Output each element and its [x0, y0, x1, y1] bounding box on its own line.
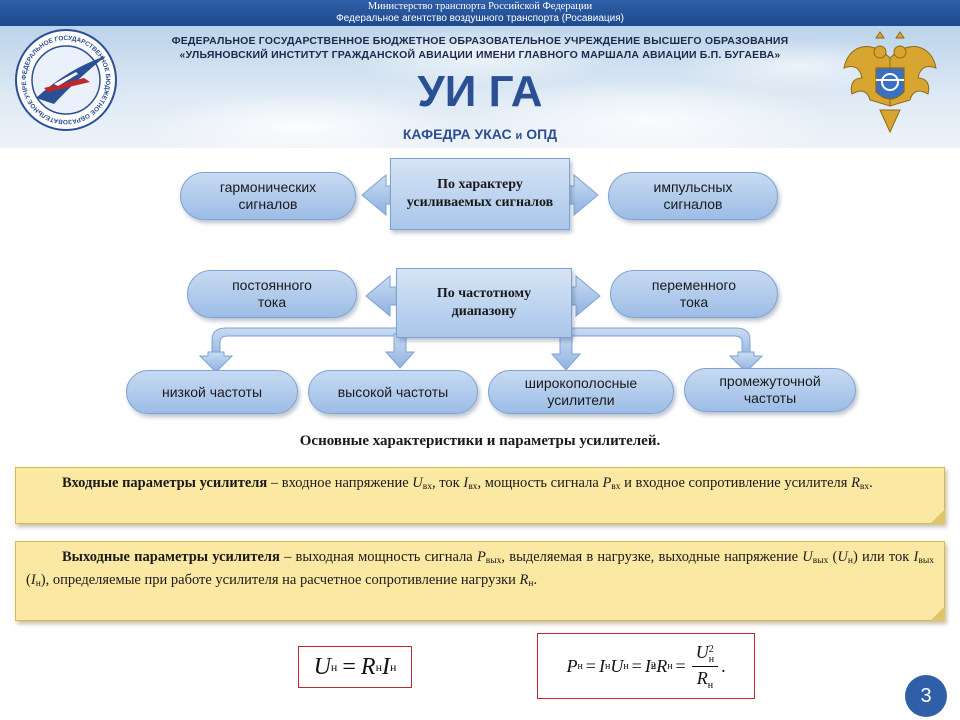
text-run: (: [26, 572, 31, 588]
f1-r: R: [360, 653, 376, 680]
symbol-i: I: [913, 549, 919, 565]
arrow-down-high: [384, 333, 416, 369]
text-run: , ток: [432, 475, 464, 491]
department-part-b: ОПД: [522, 126, 558, 142]
sub-vyx: вых: [485, 556, 502, 566]
f2-u: U: [695, 641, 709, 662]
f1-i: I: [381, 653, 390, 680]
symbol-u: U: [837, 549, 848, 565]
sub-vx: вх: [422, 482, 433, 492]
node-pulse-signals: импульсных сигналов: [608, 172, 778, 220]
f2-sq: 2: [708, 643, 714, 655]
symbol-p: P: [602, 475, 612, 491]
f1-sub: н: [389, 659, 397, 674]
f2-eq: =: [631, 655, 642, 676]
f2-r: R: [696, 667, 708, 688]
department-and: и: [515, 130, 523, 142]
department-part-a: КАФЕДРА УКАС: [402, 126, 516, 142]
sub-vyx: вых: [812, 556, 829, 566]
sub-vx: вх: [859, 482, 870, 492]
f2-sub: н: [577, 660, 583, 672]
f2-sub: н: [667, 660, 673, 672]
text-run: (: [828, 549, 838, 565]
header-banner: [0, 26, 960, 148]
f1-sub: н: [330, 659, 338, 674]
symbol-u: U: [412, 475, 423, 491]
f2-sub: н: [623, 660, 629, 672]
agency-text: Федеральное агентство воздушного транспо…: [336, 13, 624, 24]
node-direct-current: постоянного тока: [187, 270, 357, 318]
symbol-i: I: [30, 572, 36, 588]
text-run: и входное сопротивление усилителя: [620, 475, 852, 491]
input-params-term: Входные параметры усилителя: [62, 475, 268, 491]
node-high-frequency: высокой частоты: [308, 370, 478, 414]
institution-line-1: ФЕДЕРАЛЬНОЕ ГОСУДАРСТВЕННОЕ БЮДЖЕТНОЕ ОБ…: [171, 35, 789, 47]
node-low-frequency: низкой частоты: [126, 370, 298, 414]
f2-i: I: [644, 655, 651, 676]
f1-eq: =: [342, 653, 356, 680]
sub-n: н: [528, 579, 534, 589]
sub-n: н: [847, 556, 853, 566]
output-params-term: Выходные параметры усилителя: [62, 549, 280, 565]
node-alternating-current: переменного тока: [610, 270, 778, 318]
f2-p: P: [566, 655, 578, 676]
symbol-r: R: [519, 572, 529, 588]
f1-u: U: [313, 653, 331, 680]
arrow-down-wide: [550, 333, 582, 371]
text-run: – выходная мощность сигнала: [279, 549, 477, 565]
f2-sub: н: [650, 660, 657, 672]
f1-sub: н: [375, 659, 382, 674]
f2-i: I: [598, 655, 605, 676]
department-name: КАФЕДРА УКАС и ОПД: [330, 126, 630, 142]
sub-n: н: [35, 579, 41, 589]
f2-sq: 2: [650, 660, 656, 672]
sub-vyx: вых: [918, 556, 934, 566]
node-harmonic-signals: гармонических сигналов: [180, 172, 356, 220]
f2-r: R: [656, 655, 668, 676]
arrow-down-low: [198, 351, 234, 373]
f2-u: U: [610, 655, 624, 676]
f2-end: .: [721, 655, 726, 676]
f2-sub: н: [604, 660, 611, 672]
text-run: , выделяемая в нагрузке, выходные напряж…: [501, 549, 803, 565]
ministry-text: Министерство транспорта Российской Федер…: [367, 1, 593, 12]
f2-sub: н: [707, 679, 714, 691]
f2-sub: н: [708, 653, 715, 665]
f2-eq: =: [585, 655, 596, 676]
node-wideband: широкополосные усилители: [488, 370, 674, 414]
text-run: , мощность сигнала: [477, 475, 603, 491]
sub-vx: вх: [468, 482, 478, 492]
text-run: .: [869, 475, 873, 491]
symbol-i: I: [463, 475, 469, 491]
section-title: Основные характеристики и параметры усил…: [299, 433, 661, 449]
text-run: ) или ток: [852, 549, 914, 565]
node-by-frequency-range: По частотному диапазону: [396, 268, 572, 338]
coat-of-arms-icon: [843, 31, 937, 134]
f2-denominator: Rн: [693, 667, 717, 691]
text-run: – входное напряжение: [267, 475, 413, 491]
f2-numerator: U2н: [691, 641, 719, 667]
top-bar: Министерство транспорта Российской Федер…: [0, 0, 960, 26]
page-number-badge: 3: [905, 675, 947, 717]
symbol-p: P: [476, 549, 486, 565]
text-run: .: [533, 572, 538, 588]
f2-fraction: U2н Rн: [691, 641, 719, 691]
text-run: ), определяемые при работе усилителя на …: [40, 572, 520, 588]
node-intermediate-frequency: промежуточной частоты: [684, 368, 856, 412]
institute-abbreviation: УИ ГА: [417, 67, 543, 116]
input-params-note: Входные параметры усилителя – входное на…: [15, 467, 945, 524]
node-by-signal-type: По характеру усиливаемых сигналов: [390, 158, 570, 230]
sub-vx: вх: [611, 482, 621, 492]
institution-line-2: «УЛЬЯНОВСКИЙ ИНСТИТУТ ГРАЖДАНСКОЙ АВИАЦИ…: [179, 49, 781, 61]
output-params-note: Выходные параметры усилителя – выходная …: [15, 541, 945, 621]
f2-eq: =: [675, 655, 686, 676]
institute-logo-icon: ФЕДЕРАЛЬНОЕ ГОСУДАРСТВЕННОЕ БЮДЖЕТНОЕ ОБ…: [14, 28, 117, 131]
institution-name: ФЕДЕРАЛЬНОЕ ГОСУДАРСТВЕННОЕ БЮДЖЕТНОЕ ОБ…: [130, 34, 830, 62]
symbol-r: R: [851, 475, 860, 491]
symbol-u: U: [802, 549, 813, 565]
